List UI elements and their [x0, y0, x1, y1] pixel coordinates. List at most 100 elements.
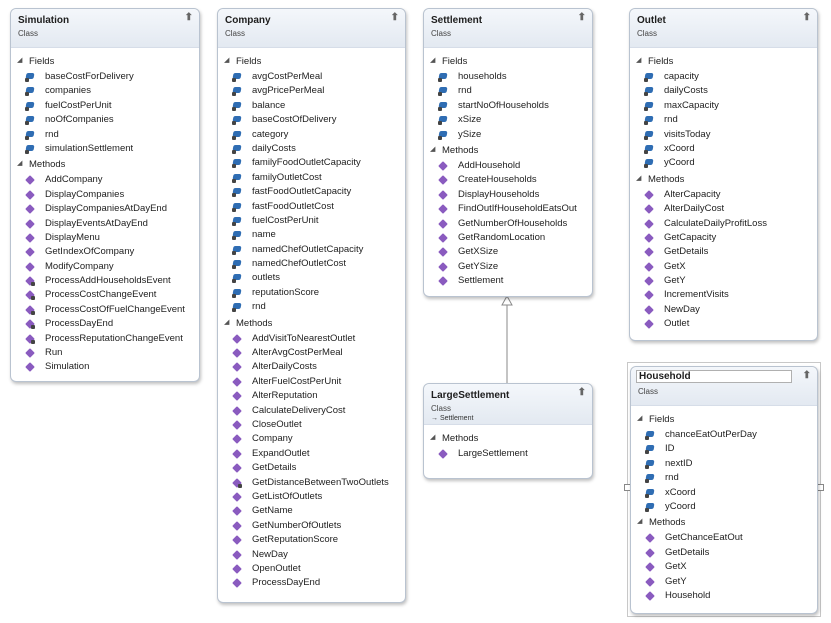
method-item[interactable]: FindOutIfHouseholdEatsOut [424, 202, 592, 216]
class-simulation[interactable]: Simulation Class ⬆ ◢Fields baseCostForDe… [10, 8, 200, 382]
method-item[interactable]: GetNumberOfOutlets [218, 519, 405, 533]
method-item[interactable]: ProcessAddHouseholdsEvent [11, 274, 199, 288]
field-item[interactable]: xCoord [631, 486, 817, 500]
field-item[interactable]: nextID [631, 457, 817, 471]
field-item[interactable]: baseCostForDelivery [11, 70, 199, 84]
method-item[interactable]: DisplayMenu [11, 231, 199, 245]
field-item[interactable]: companies [11, 84, 199, 98]
method-item[interactable]: GetDetails [631, 546, 817, 560]
fields-section-header[interactable]: ◢Fields [224, 56, 262, 67]
methods-section-header[interactable]: ◢Methods [430, 144, 479, 156]
field-item[interactable]: dailyCosts [218, 142, 405, 156]
method-item[interactable]: LargeSettlement [424, 447, 592, 461]
method-item[interactable]: GetReputationScore [218, 533, 405, 547]
class-outlet[interactable]: Outlet Class ⬆ ◢Fields capacity dailyCos… [629, 8, 818, 341]
method-item[interactable]: OpenOutlet [218, 562, 405, 576]
collapse-icon[interactable]: ⬆ [577, 12, 586, 23]
fields-section-header[interactable]: ◢Fields [636, 56, 674, 67]
field-item[interactable]: maxCapacity [630, 99, 817, 113]
field-item[interactable]: avgPricePerMeal [218, 84, 405, 98]
method-item[interactable]: DisplayCompaniesAtDayEnd [11, 202, 199, 216]
method-item[interactable]: GetChanceEatOut [631, 531, 817, 545]
field-item[interactable]: rnd [631, 471, 817, 485]
method-item[interactable]: GetX [630, 260, 817, 274]
resize-handle[interactable] [817, 484, 824, 491]
method-item[interactable]: GetCapacity [630, 231, 817, 245]
method-item[interactable]: GetNumberOfHouseholds [424, 217, 592, 231]
method-item[interactable]: AlterCapacity [630, 188, 817, 202]
method-item[interactable]: ExpandOutlet [218, 447, 405, 461]
method-item[interactable]: Household [631, 589, 817, 603]
field-item[interactable]: fuelCostPerUnit [11, 99, 199, 113]
field-item[interactable]: namedChefOutletCapacity [218, 243, 405, 257]
collapse-icon[interactable]: ⬆ [390, 12, 399, 23]
method-item[interactable]: GetDistanceBetweenTwoOutlets [218, 476, 405, 490]
method-item[interactable]: Run [11, 346, 199, 360]
field-item[interactable]: rnd [424, 84, 592, 98]
method-item[interactable]: IncrementVisits [630, 288, 817, 302]
method-item[interactable]: CalculateDeliveryCost [218, 404, 405, 418]
field-item[interactable]: noOfCompanies [11, 113, 199, 127]
method-item[interactable]: AddHousehold [424, 159, 592, 173]
collapse-icon[interactable]: ⬆ [184, 12, 193, 23]
method-item[interactable]: ProcessDayEnd [11, 317, 199, 331]
method-item[interactable]: ProcessReputationChangeEvent [11, 332, 199, 346]
fields-section-header[interactable]: ◢Fields [17, 56, 55, 67]
method-item[interactable]: Settlement [424, 274, 592, 288]
class-household[interactable]: Household Class ⬆ ◢Fields chanceEatOutPe… [630, 366, 818, 614]
method-item[interactable]: ProcessDayEnd [218, 576, 405, 590]
field-item[interactable]: yCoord [631, 500, 817, 514]
field-item[interactable]: capacity [630, 70, 817, 84]
methods-section-header[interactable]: ◢Methods [637, 517, 686, 529]
field-item[interactable]: fastFoodOutletCapacity [218, 185, 405, 199]
method-item[interactable]: DisplayEventsAtDayEnd [11, 217, 199, 231]
field-item[interactable]: category [218, 128, 405, 142]
method-item[interactable]: Simulation [11, 360, 199, 374]
method-item[interactable]: AlterDailyCost [630, 202, 817, 216]
field-item[interactable]: startNoOfHouseholds [424, 99, 592, 113]
field-item[interactable]: xSize [424, 113, 592, 127]
field-item[interactable]: fastFoodOutletCost [218, 200, 405, 214]
method-item[interactable]: GetDetails [630, 245, 817, 259]
method-item[interactable]: AlterDailyCosts [218, 360, 405, 374]
collapse-icon[interactable]: ⬆ [802, 12, 811, 23]
field-item[interactable]: name [218, 228, 405, 242]
field-item[interactable]: visitsToday [630, 128, 817, 142]
method-item[interactable]: GetDetails [218, 461, 405, 475]
field-item[interactable]: baseCostOfDelivery [218, 113, 405, 127]
field-item[interactable]: ySize [424, 128, 592, 142]
method-item[interactable]: ModifyCompany [11, 260, 199, 274]
method-item[interactable]: ProcessCostOfFuelChangeEvent [11, 303, 199, 317]
method-item[interactable]: GetRandomLocation [424, 231, 592, 245]
field-item[interactable]: avgCostPerMeal [218, 70, 405, 84]
collapse-icon[interactable]: ⬆ [802, 370, 811, 381]
field-item[interactable]: outlets [218, 271, 405, 285]
method-item[interactable]: Outlet [630, 317, 817, 331]
method-item[interactable]: GetListOfOutlets [218, 490, 405, 504]
methods-section-header[interactable]: ◢Methods [430, 433, 479, 444]
method-item[interactable]: DisplayHouseholds [424, 188, 592, 202]
field-item[interactable]: households [424, 70, 592, 84]
field-item[interactable]: balance [218, 99, 405, 113]
field-item[interactable]: simulationSettlement [11, 142, 199, 156]
method-item[interactable]: GetY [630, 274, 817, 288]
field-item[interactable]: rnd [11, 128, 199, 142]
class-settlement[interactable]: Settlement Class ⬆ ◢Fields households rn… [423, 8, 593, 297]
method-item[interactable]: AddVisitToNearestOutlet [218, 332, 405, 346]
method-item[interactable]: CloseOutlet [218, 418, 405, 432]
method-item[interactable]: NewDay [630, 303, 817, 317]
method-item[interactable]: GetIndexOfCompany [11, 245, 199, 259]
method-item[interactable]: Company [218, 432, 405, 446]
method-item[interactable]: AlterReputation [218, 389, 405, 403]
method-item[interactable]: GetYSize [424, 260, 592, 274]
fields-section-header[interactable]: ◢Fields [430, 56, 468, 67]
field-item[interactable]: reputationScore [218, 286, 405, 300]
methods-section-header[interactable]: ◢Methods [636, 173, 685, 185]
method-item[interactable]: CalculateDailyProfitLoss [630, 217, 817, 231]
class-company[interactable]: Company Class ⬆ ◢Fields avgCostPerMeal a… [217, 8, 406, 603]
methods-section-header[interactable]: ◢Methods [17, 159, 66, 171]
field-item[interactable]: chanceEatOutPerDay [631, 428, 817, 442]
field-item[interactable]: rnd [630, 113, 817, 127]
class-largesettlement[interactable]: LargeSettlement Class → Settlement ⬆ ◢Me… [423, 383, 593, 479]
method-item[interactable]: ProcessCostChangeEvent [11, 288, 199, 302]
